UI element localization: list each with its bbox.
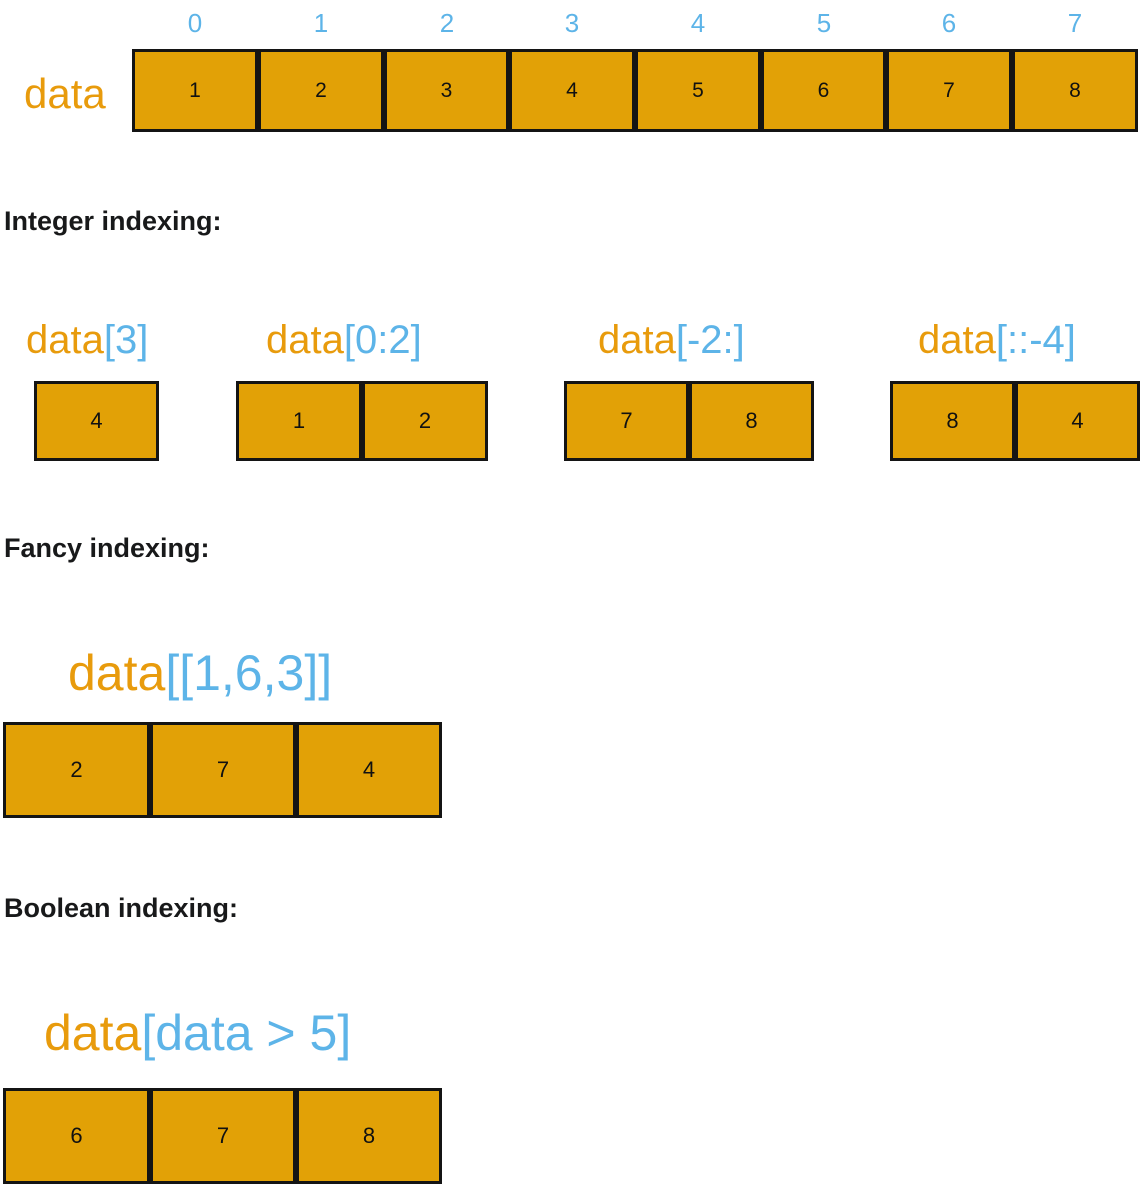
expression-subscript: [[1,6,3]] — [165, 645, 333, 701]
expression-subscript: [3] — [103, 318, 149, 362]
array-cell: 4 — [509, 49, 635, 132]
expression-data-boolean: data[data > 5] — [44, 1008, 351, 1058]
section-heading-integer-indexing: Integer indexing: — [4, 206, 222, 236]
array-cell: 1 — [132, 49, 258, 132]
expression-data-step-neg4: data[::-4] — [918, 320, 1076, 360]
expression-data-neg2: data[-2:] — [598, 320, 745, 360]
array-cell: 6 — [761, 49, 886, 132]
index-label-2: 2 — [439, 8, 455, 38]
array-cell: 7 — [886, 49, 1012, 132]
index-label-5: 5 — [816, 8, 832, 38]
index-label-4: 4 — [690, 8, 706, 38]
result-cell: 2 — [362, 381, 488, 461]
expression-base: data — [598, 318, 676, 362]
expression-base: data — [266, 318, 344, 362]
result-cell: 8 — [890, 381, 1015, 461]
array-cell: 8 — [1012, 49, 1138, 132]
array-cell: 2 — [258, 49, 384, 132]
result-cell: 8 — [689, 381, 814, 461]
result-cell: 4 — [34, 381, 159, 461]
section-heading-boolean-indexing: Boolean indexing: — [4, 893, 239, 923]
expression-base: data — [918, 318, 996, 362]
result-cell: 2 — [3, 722, 150, 818]
index-label-7: 7 — [1067, 8, 1083, 38]
expression-base: data — [26, 318, 104, 362]
expression-base: data — [44, 1005, 142, 1061]
result-cell: 4 — [296, 722, 442, 818]
expression-base: data — [68, 645, 166, 701]
expression-subscript: [::-4] — [995, 318, 1076, 362]
section-heading-fancy-indexing: Fancy indexing: — [4, 533, 210, 563]
expression-subscript: [0:2] — [343, 318, 422, 362]
array-cell: 3 — [384, 49, 509, 132]
array-row-label: data — [24, 70, 106, 117]
expression-subscript: [data > 5] — [141, 1005, 352, 1061]
index-label-3: 3 — [564, 8, 580, 38]
index-label-0: 0 — [187, 8, 203, 38]
array-cell: 5 — [635, 49, 761, 132]
index-label-6: 6 — [941, 8, 957, 38]
result-cell: 7 — [150, 1088, 296, 1184]
expression-data-0-2: data[0:2] — [266, 320, 422, 360]
result-cell: 1 — [236, 381, 362, 461]
result-cell: 7 — [564, 381, 689, 461]
index-label-1: 1 — [313, 8, 329, 38]
expression-data-fancy: data[[1,6,3]] — [68, 648, 332, 698]
result-cell: 6 — [3, 1088, 150, 1184]
result-cell: 7 — [150, 722, 296, 818]
result-cell: 8 — [296, 1088, 442, 1184]
expression-subscript: [-2:] — [675, 318, 745, 362]
result-cell: 4 — [1015, 381, 1140, 461]
expression-data-3: data[3] — [26, 320, 148, 360]
